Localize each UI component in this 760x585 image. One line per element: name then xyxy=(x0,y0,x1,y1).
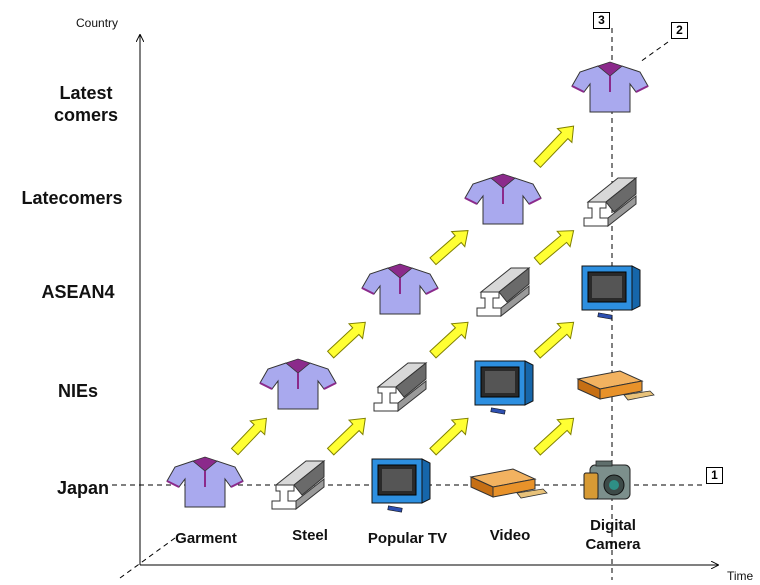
product-icons xyxy=(166,61,655,513)
product-label-digital-camera: Digital Camera xyxy=(568,516,658,554)
country-label-japan: Japan xyxy=(56,478,110,498)
garment-shirt-icon xyxy=(259,358,337,410)
steel-ibeam-icon xyxy=(476,266,531,318)
video-recorder-icon xyxy=(576,370,655,401)
country-label-latest-line1: Latest xyxy=(59,83,113,103)
popular-tv-icon xyxy=(581,265,641,320)
country-label-latest-line2: comers xyxy=(53,105,119,125)
product-label-steel: Steel xyxy=(292,527,328,544)
steel-ibeam-icon xyxy=(271,459,326,511)
product-label-popular-tv: Popular TV xyxy=(367,530,448,547)
garment-shirt-icon xyxy=(166,456,244,508)
y-axis-title: Country xyxy=(76,16,119,30)
garment-shirt-icon xyxy=(464,173,542,225)
country-label-latecomers: Latecomers xyxy=(21,188,123,208)
catch-up-arrow xyxy=(429,321,469,359)
catch-up-arrow xyxy=(533,417,575,456)
catch-up-arrow xyxy=(326,321,366,359)
steel-ibeam-icon xyxy=(583,176,638,228)
catch-up-arrow xyxy=(533,230,575,266)
catch-up-arrow xyxy=(429,417,469,456)
digital-camera-icon xyxy=(583,460,631,500)
x-axis-title: Time xyxy=(727,569,754,583)
video-recorder-icon xyxy=(469,468,548,499)
product-label-garment: Garment xyxy=(175,530,237,547)
popular-tv-icon xyxy=(371,458,431,513)
diagonal-reference-line-2 xyxy=(639,41,669,63)
origin-diagonal-line xyxy=(119,537,176,579)
garment-shirt-icon xyxy=(571,61,649,113)
country-label-nies: NIEs xyxy=(57,381,99,401)
product-label-camera-line1: Digital xyxy=(590,517,636,534)
product-label-video: Video xyxy=(489,527,531,544)
catch-up-arrow xyxy=(533,321,575,359)
country-label-asean4: ASEAN4 xyxy=(41,282,115,302)
catch-up-arrows xyxy=(230,125,575,456)
popular-tv-icon xyxy=(474,360,534,415)
catch-up-arrow xyxy=(326,417,366,456)
marker-box-2: 2 xyxy=(671,22,688,39)
garment-shirt-icon xyxy=(361,263,439,315)
steel-ibeam-icon xyxy=(373,361,428,413)
marker-box-3: 3 xyxy=(593,12,610,29)
country-label-latest-comers: Latest comers xyxy=(38,82,134,126)
product-label-camera-line2: Camera xyxy=(585,536,641,553)
catch-up-arrow xyxy=(429,230,469,266)
marker-box-1: 1 xyxy=(706,467,723,484)
catch-up-arrow xyxy=(533,125,575,169)
catch-up-arrow xyxy=(230,417,267,456)
